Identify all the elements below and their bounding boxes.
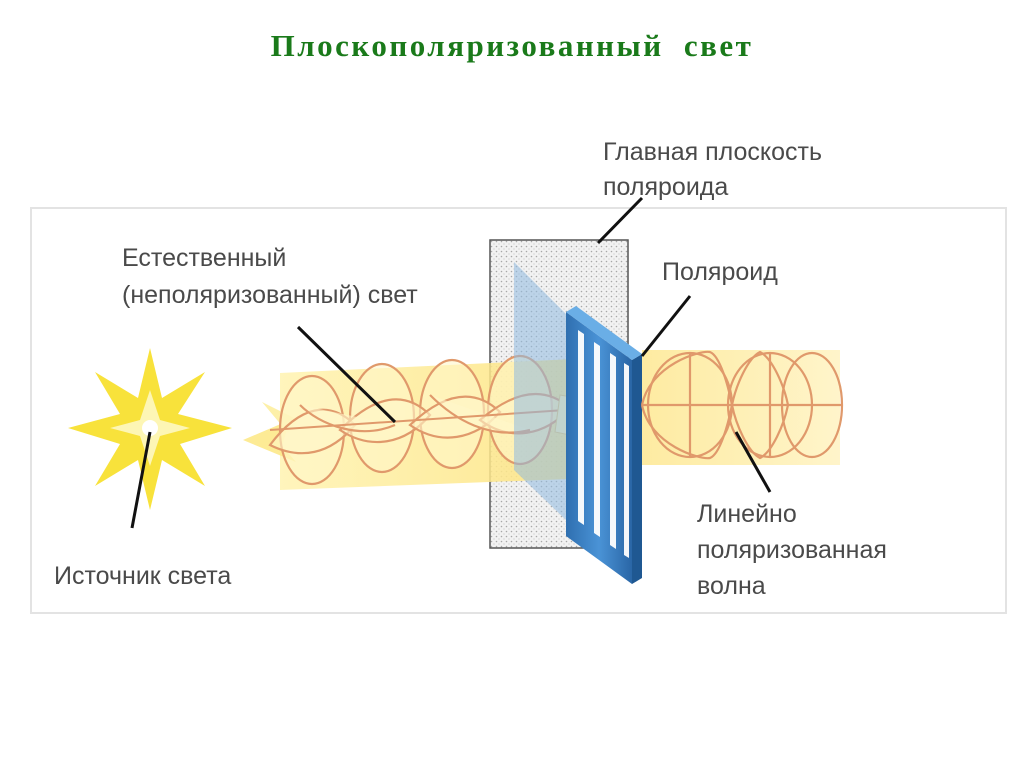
light-source-star-icon [68,348,232,510]
label-linear-3: волна [697,572,766,600]
pointer-source [130,431,152,529]
label-linear-1: Линейно [697,500,797,528]
label-polaroid: Поляроид [662,258,778,286]
pointer-lines [130,196,772,529]
label-linear-2: поляризованная [697,536,887,564]
label-main-plane-2: поляроида [603,173,728,201]
pointer-main-plane [596,196,644,245]
pointer-polaroid [640,295,692,357]
label-source: Источник света [54,562,231,590]
polarized-beam [640,350,844,465]
slide-title: Плоскополяризованный свет [270,28,754,63]
label-natural-2: (неполяризованный) свет [122,281,418,309]
polaroid-slab [514,262,642,584]
pointer-linear-wave [734,431,772,493]
label-natural-1: Естественный [122,244,286,272]
pointer-natural-light [296,325,397,424]
label-main-plane-1: Главная плоскость [603,138,822,166]
